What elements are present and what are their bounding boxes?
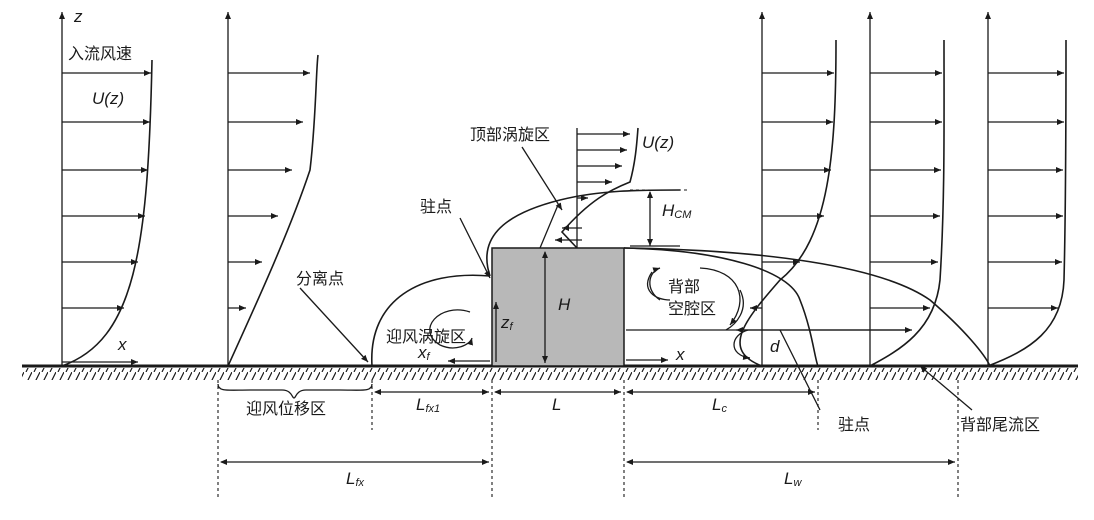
uz-top-label: U(z) <box>642 133 674 152</box>
axis-x-left-label: x <box>117 335 127 354</box>
back-cavity-label-2: 空腔区 <box>668 300 716 318</box>
building <box>491 247 625 367</box>
roof-profile <box>539 127 639 249</box>
stagnation-bottom-label: 驻点 <box>838 416 870 434</box>
building-dims <box>448 191 912 364</box>
inflow-speed-label: 入流风速 <box>68 45 132 63</box>
z-f-label: zf <box>500 313 514 333</box>
labels: z 入流风速 U(z) x 顶部涡旋区 U(z) 驻点 HCM 分离点 H zf… <box>68 7 1040 489</box>
h-cm-label: HCM <box>662 201 692 221</box>
back-cavity-label-1: 背部 <box>668 278 700 296</box>
separation-point-label: 分离点 <box>296 270 344 288</box>
windward-displacement-label: 迎风位移区 <box>246 400 326 418</box>
h-label: H <box>558 295 571 314</box>
displacement-profile <box>225 12 319 367</box>
l-label: L <box>552 395 561 414</box>
dimension-lines <box>217 380 959 500</box>
l-w-label: Lw <box>784 469 802 489</box>
d-label: d <box>770 337 780 356</box>
wake-profile-1 <box>739 12 837 367</box>
stagnation-top-label: 驻点 <box>420 198 452 216</box>
windward-vortex-label: 迎风涡旋区 <box>386 328 466 346</box>
inflow-profile <box>59 12 153 367</box>
pointer-lines <box>299 146 973 411</box>
axis-x-right-label: x <box>675 345 685 364</box>
ground <box>22 364 1078 380</box>
wake-profile-3 <box>985 12 1067 367</box>
l-fx-label: Lfx <box>346 469 365 489</box>
roof-vortex-label: 顶部涡旋区 <box>470 126 550 144</box>
l-fx1-label: Lfx1 <box>416 395 440 415</box>
axis-z-label: z <box>73 7 83 26</box>
uz-left-label: U(z) <box>92 89 124 108</box>
back-wake-label: 背部尾流区 <box>960 416 1040 434</box>
x-f-label: xf <box>417 343 431 363</box>
wake-profile-2 <box>867 12 945 367</box>
l-c-label: Lc <box>712 395 727 415</box>
